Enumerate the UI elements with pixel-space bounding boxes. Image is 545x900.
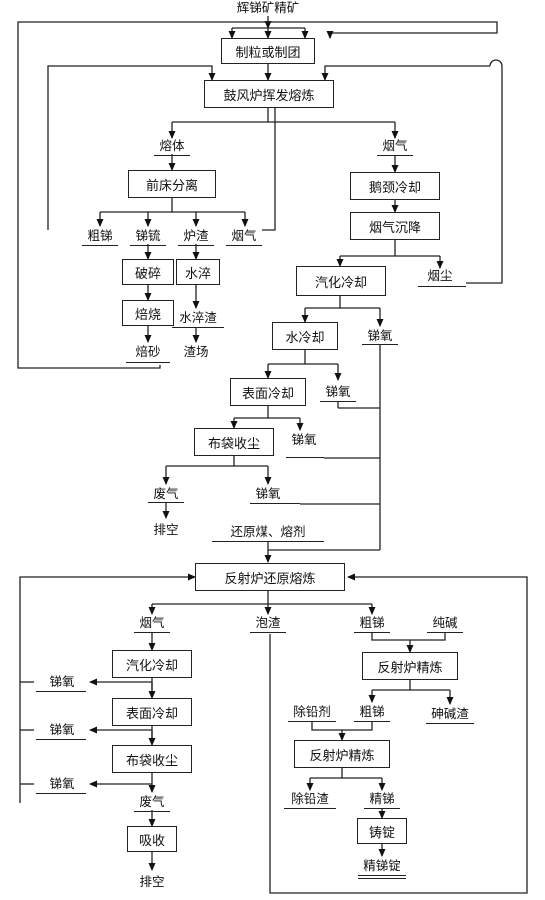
water-cool-box: 水冷却 bbox=[272, 322, 338, 350]
slag-yard-label: 渣场 bbox=[183, 344, 209, 359]
vapor-cool-box: 汽化冷却 bbox=[296, 266, 386, 296]
furnace-slag-label: 炉渣 bbox=[183, 228, 209, 243]
quenched-slag-label: 水淬渣 bbox=[179, 310, 217, 325]
exhaust-2-label: 排空 bbox=[139, 874, 165, 889]
lead-remover-label: 除铅剂 bbox=[293, 704, 331, 719]
sb-oxide-1-label: 锑氧 bbox=[367, 328, 393, 343]
refined-sb-label: 精锑 bbox=[369, 791, 395, 806]
sb-oxide-4-label: 锑氧 bbox=[255, 486, 281, 501]
soda-label: 纯碱 bbox=[432, 615, 458, 630]
exhaust-label: 排空 bbox=[153, 522, 179, 537]
settling-box: 烟气沉降 bbox=[350, 212, 440, 240]
gooseneck-box: 鹅颈冷却 bbox=[350, 172, 440, 200]
vapor-cool-2-box: 汽化冷却 bbox=[112, 650, 192, 678]
blast-furnace-box: 鼓风炉挥发熔炼 bbox=[204, 80, 334, 108]
surface-cool-2-box: 表面冷却 bbox=[112, 698, 192, 726]
ingot-label: 精锑锭 bbox=[363, 858, 401, 873]
casting-box: 铸锭 bbox=[357, 818, 407, 844]
roasted-ore-label: 焙砂 bbox=[135, 344, 161, 359]
sb-oxide-6-label: 锑氧 bbox=[49, 722, 75, 737]
crushing-box: 破碎 bbox=[122, 259, 174, 285]
water-quench-box: 水淬 bbox=[176, 259, 220, 285]
lead-slag-label: 除铅渣 bbox=[291, 791, 329, 806]
sb-oxide-5-label: 锑氧 bbox=[49, 674, 75, 689]
crude-sb-label: 粗锑 bbox=[87, 228, 113, 243]
flue-gas-label: 烟气 bbox=[382, 138, 408, 153]
melt-label: 熔体 bbox=[159, 138, 185, 153]
crude-sb-3-label: 粗锑 bbox=[359, 704, 385, 719]
reductant-label: 还原煤、熔剂 bbox=[230, 524, 306, 539]
sb-oxide-7-label: 锑氧 bbox=[49, 776, 75, 791]
foam-slag-label: 泡渣 bbox=[255, 615, 281, 630]
reverb-refine-2-box: 反射炉精炼 bbox=[294, 740, 390, 768]
sb-oxide-3-label: 锑氧 bbox=[291, 432, 317, 447]
absorb-box: 吸收 bbox=[127, 826, 177, 852]
reverb-refine-1-box: 反射炉精炼 bbox=[362, 652, 458, 680]
pelletize-box: 制粒或制团 bbox=[221, 38, 315, 64]
flue-gas-2-label: 烟气 bbox=[139, 615, 165, 630]
crude-sb-2-label: 粗锑 bbox=[359, 615, 385, 630]
waste-gas-2-label: 废气 bbox=[139, 794, 165, 809]
baghouse-2-box: 布袋收尘 bbox=[112, 745, 192, 773]
forehearth-box: 前床分离 bbox=[128, 170, 216, 198]
feed-label: 辉锑矿精矿 bbox=[236, 0, 300, 15]
baghouse-box: 布袋收尘 bbox=[194, 428, 274, 456]
dust-label: 烟尘 bbox=[427, 268, 453, 283]
flue-gas-small-label: 烟气 bbox=[231, 228, 257, 243]
waste-gas-label: 废气 bbox=[153, 486, 179, 501]
sb-oxide-2-label: 锑氧 bbox=[325, 384, 351, 399]
roasting-box: 焙烧 bbox=[122, 300, 174, 326]
surface-cool-box: 表面冷却 bbox=[230, 378, 306, 406]
reverb-reduce-box: 反射炉还原熔炼 bbox=[195, 563, 345, 591]
arsenic-slag-label: 砷碱渣 bbox=[431, 706, 469, 721]
sb-matte-label: 锑锍 bbox=[135, 228, 161, 243]
